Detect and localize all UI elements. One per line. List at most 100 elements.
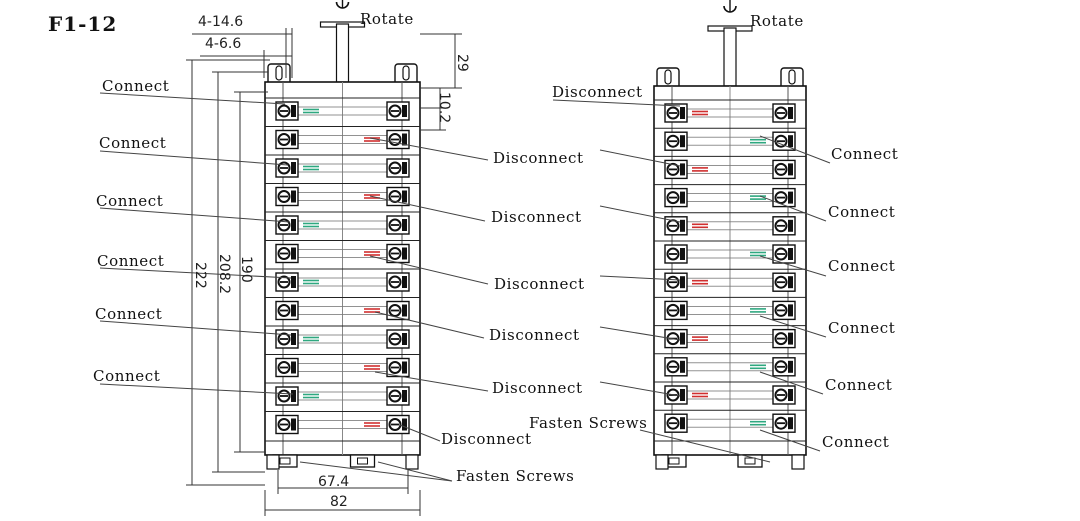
left-mark-left-2 [303,165,319,171]
leader-right-connect-4 [759,371,824,395]
right-terminal-left-6 [664,272,688,292]
left-terminal-left-7 [275,300,299,321]
right-terminal-right-10 [772,385,796,405]
leader-left-connect-0 [99,92,286,105]
right-mark-left-6 [692,279,708,285]
left-terminal-left-9 [275,357,299,378]
right-terminal-left-11 [664,413,688,433]
left-connect-label-6: Connect [93,367,161,385]
right-foot-screw-1 [744,457,756,465]
left-disconnect-label-4: Disconnect [489,326,580,344]
left-connect-label-2: Connect [99,134,167,152]
right-clip-1 [791,454,805,470]
right-terminal-right-6 [772,272,796,292]
leader-right-aux-0 [599,149,681,167]
right-mark-right-7 [750,308,766,313]
left-mark-left-8 [303,336,319,342]
left-mark-right-9 [364,365,380,370]
left-mark-right-7 [364,308,380,313]
right-connect-label-2: Connect [828,203,896,221]
right-mark-right-11 [750,420,766,426]
right-ear-slot-0 [664,69,672,85]
left-terminal-left-3 [275,186,299,207]
left-terminal-right-3 [386,186,410,207]
right-shaft [723,27,737,87]
right-disconnect-label: Disconnect [552,83,643,101]
dim-190: 190 [238,256,254,283]
right-terminal-left-2 [664,159,688,180]
dim-208-2: 208.2 [216,254,232,295]
dim-4-6-6: 4-6.6 [205,36,242,52]
left-connect-label-4: Connect [97,252,165,270]
left-terminal-left-1 [275,129,299,150]
left-terminal-left-2 [275,158,299,178]
right-terminal-right-0 [772,103,796,123]
right-rotate-label: Rotate [750,12,804,30]
right-mark-right-1 [750,138,766,144]
left-terminal-left-11 [275,414,299,435]
left-disconnect-label-5: Disconnect [492,379,583,397]
left-disconnect-label-3: Disconnect [494,275,585,293]
left-terminal-right-8 [386,329,410,349]
leader-left-disconnect-1 [369,195,486,222]
right-terminal-right-2 [772,159,796,180]
dim-222: 222 [192,262,208,289]
left-terminal-right-10 [386,386,410,406]
right-connect-label-1: Connect [831,145,899,163]
left-ear-slot-0 [275,65,283,81]
left-disconnect-label-6: Disconnect [441,430,532,448]
dim-10-2: 10.2 [436,92,452,124]
left-connect-label-5: Connect [95,305,163,323]
right-mark-right-3 [750,195,766,200]
right-terminal-right-5 [772,244,796,264]
right-foot-screw-0 [668,457,680,465]
left-terminal-left-8 [275,329,299,349]
leader-left-fasten-a [299,461,453,482]
dim-82: 82 [330,494,348,510]
right-mark-left-0 [692,110,708,116]
right-mark-left-2 [692,167,708,172]
right-mark-right-9 [750,364,766,370]
leader-right-connect-0 [759,135,831,164]
leader-right-connect-3 [759,315,827,338]
right-terminal-left-3 [664,187,688,208]
left-terminal-right-6 [386,272,410,292]
left-mark-left-6 [303,279,319,285]
right-terminal-left-0 [664,103,688,123]
right-terminal-right-11 [772,413,796,433]
right-terminal-left-4 [664,216,688,236]
leader-left-disconnect-4 [374,371,489,392]
left-terminal-right-0 [386,101,410,121]
leader-right-connect-1 [759,195,827,222]
left-ear-slot-1 [402,65,410,81]
right-terminal-right-9 [772,357,796,377]
right-terminal-right-3 [772,187,796,208]
right-terminal-right-7 [772,300,796,321]
left-foot-screw-0 [279,457,291,465]
left-terminal-left-0 [275,101,299,121]
right-connect-label-4: Connect [828,319,896,337]
left-terminal-left-4 [275,215,299,235]
dim-29: 29 [454,54,470,72]
left-terminal-right-11 [386,414,410,435]
right-mark-left-4 [692,223,708,229]
right-connect-label-5: Connect [825,376,893,394]
left-terminal-right-7 [386,300,410,321]
leader-left-connect-3 [99,267,292,279]
left-mark-left-0 [303,108,319,114]
right-terminal-left-7 [664,300,688,321]
right-fasten-label: Fasten Screws [529,414,648,432]
left-terminal-right-9 [386,357,410,378]
right-terminal-left-9 [664,357,688,377]
right-clip-0 [655,454,669,470]
left-mark-left-4 [303,222,319,228]
leader-right-connect-2 [759,255,827,277]
leader-left-disconnect-0 [369,137,489,161]
left-connect-label-1: Connect [102,77,170,95]
left-terminal-right-1 [386,129,410,150]
right-mark-right-5 [750,251,766,257]
left-terminal-left-6 [275,272,299,292]
right-terminal-right-1 [772,131,796,151]
left-terminal-right-2 [386,158,410,178]
